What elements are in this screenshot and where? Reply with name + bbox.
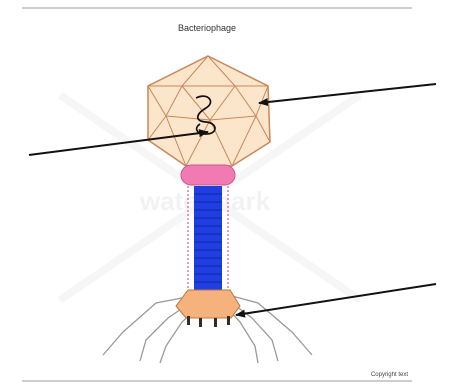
diagram-title: Bacteriophage <box>178 23 236 33</box>
footer-credit: Copyright text <box>371 372 408 378</box>
base-plate <box>176 290 240 327</box>
tail-sheath <box>194 186 222 290</box>
capsid <box>148 56 270 166</box>
baseplate-pointer-arrow <box>236 284 436 315</box>
collar <box>181 165 235 185</box>
